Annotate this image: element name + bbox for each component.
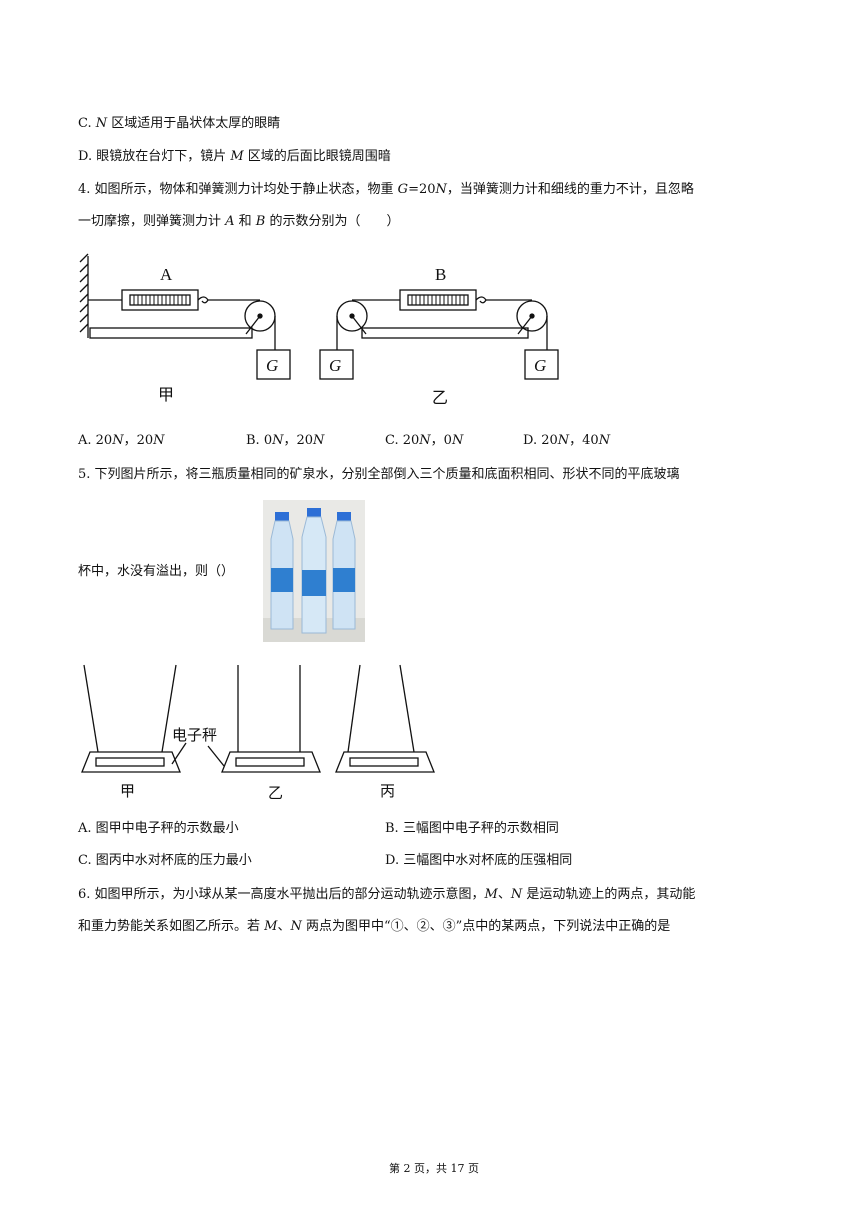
q4-option-d: D. 20N，40N [523,433,611,448]
right-table [361,327,529,339]
q5-stem-line1: 5. 下列图片所示，将三瓶质量相同的矿泉水，分别全部倒入三个质量和底面积相同、形… [78,467,680,482]
q4-option-a: A. 20N，20N [78,433,165,448]
bottle-right [332,512,356,630]
q5-cups-figure: 电子秤 甲 乙 丙 [81,664,435,802]
scale-jia [81,751,181,773]
label-a: A [160,265,173,284]
q5-option-d: D. 三幅图中水对杯底的压强相同 [385,853,573,868]
cup-bing-right-wall [399,664,415,753]
caption-jia: 甲 [158,385,174,404]
q5-option-c: C. 图丙中水对杯底的压力最小 [78,853,252,868]
cup-label-bing: 丙 [380,782,395,800]
q3-option-d: D. 眼镜放在台灯下，镜片 M 区域的后面比眼镜周围暗 [78,149,391,164]
q6-stem-line2: 和重力势能关系如图乙所示。若 M、N 两点为图甲中“①、②、③”点中的某两点，下… [78,919,671,934]
caption-yi: 乙 [432,388,448,407]
q4-option-b: B. 0N，20N [246,433,325,448]
q5-option-b: B. 三幅图中电子秤的示数相同 [385,821,559,836]
cup-label-yi: 乙 [268,784,283,802]
page-footer: 第 2 页，共 17 页 [389,1162,479,1175]
q5-option-a: A. 图甲中电子秤的示数最小 [78,821,239,836]
weight-right-label: G [534,356,546,375]
wall-hatching [79,253,89,333]
spring-scale-a [121,289,209,311]
weight-middle-box [319,349,354,380]
cup-jia-right-wall [161,664,177,753]
scale-bing [335,751,435,773]
q4-option-c: C. 20N，0N [385,433,464,448]
weight-left-label: G [266,356,278,375]
label-b: B [435,265,446,284]
q4-spring-scale-figure: A B G G G 甲 乙 [79,253,559,407]
scale-label: 电子秤 [172,726,217,744]
weight-right-box [524,349,559,380]
cup-bing-left-wall [347,664,361,753]
weight-left-box [256,349,291,380]
left-table [89,327,253,339]
cup-label-jia: 甲 [120,782,135,800]
scale-yi [221,751,321,773]
water-bottles-photo [263,500,365,642]
cup-jia-left-wall [83,664,99,753]
q3-option-c: C. N 区域适用于晶状体太厚的眼睛 [78,116,281,131]
bottle-middle [301,508,327,634]
weight-middle-label: G [329,356,341,375]
q4-stem-line1: 4. 如图所示，物体和弹簧测力计均处于静止状态，物重 G=20N，当弹簧测力计和… [78,182,694,197]
pulley-left [244,300,276,335]
q4-stem-line2: 一切摩擦，则弹簧测力计 A 和 B 的示数分别为（ ） [78,214,400,229]
bottle-left [270,512,294,630]
pulley-right-b [516,300,548,335]
q6-stem-line1: 6. 如图甲所示，为小球从某一高度水平抛出后的部分运动轨迹示意图，M、N 是运动… [78,887,696,902]
q5-stem-line2: 杯中，水没有溢出，则（） [78,564,235,579]
spring-scale-b [399,289,487,311]
